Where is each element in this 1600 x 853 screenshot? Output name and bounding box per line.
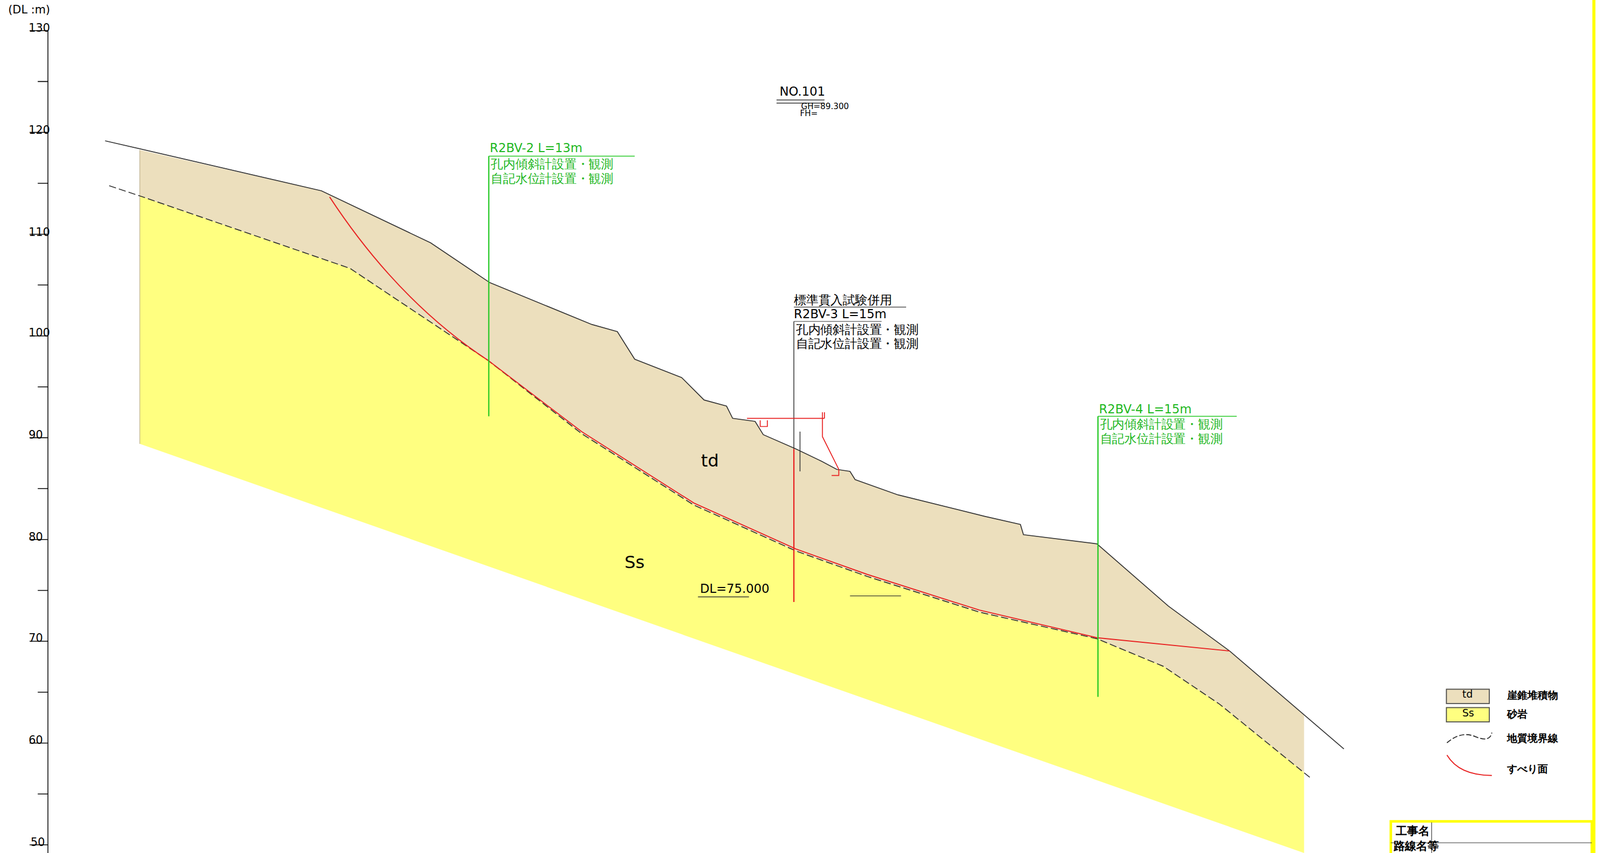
axis	[29, 30, 48, 853]
elevation-label: DL=75.000	[699, 582, 770, 596]
axis-unit: (DL :m)	[8, 4, 50, 17]
axis-value: 110	[28, 226, 50, 239]
title-block	[1390, 821, 1592, 853]
talus-layer	[139, 149, 1304, 773]
borehole-name: R2BV-2 L=13m	[489, 141, 583, 155]
borehole-note: 孔内傾斜計設置・観測	[1100, 418, 1223, 432]
formation-height: FH=	[800, 110, 819, 119]
layer-label: Ss	[624, 554, 645, 573]
borehole-name: R2BV-4 L=15m	[1099, 403, 1192, 416]
axis-value: 120	[28, 124, 50, 137]
legend-text: 砂岩	[1507, 708, 1528, 720]
borehole-note: 自記水位計設置・観測	[490, 172, 614, 186]
axis-value: 60	[28, 734, 43, 747]
sandstone-layer	[139, 195, 1304, 853]
axis-value: 90	[28, 429, 43, 442]
legend-slip-sample	[1446, 755, 1492, 776]
borehole-lines	[488, 155, 1237, 697]
borehole-note: 孔内傾斜計設置・観測	[490, 158, 614, 171]
slip-surface	[329, 196, 1230, 651]
layer-label: td	[700, 451, 719, 471]
ground-surface	[105, 140, 1345, 749]
geologic-boundary	[109, 185, 1312, 779]
swatch-code: Ss	[1462, 707, 1475, 719]
section-number: NO.101	[779, 85, 826, 99]
legend-text: 崖錐堆積物	[1507, 690, 1559, 702]
axis-value: 80	[28, 531, 43, 544]
borehole-name: R2BV-3 L=15m	[793, 307, 887, 321]
swatch-code: td	[1462, 689, 1474, 701]
axis-value: 50	[30, 836, 46, 849]
borehole-note: 孔内傾斜計設置・観測	[795, 323, 919, 337]
legend-text: 地質境界線	[1507, 733, 1559, 745]
road-structure	[747, 412, 839, 476]
axis-value: 100	[28, 327, 50, 340]
title-cell: 路線名等	[1393, 840, 1439, 853]
borehole-note: 自記水位計設置・観測	[1100, 432, 1223, 446]
axis-value: 130	[28, 22, 50, 35]
borehole-note: 標準貫入試験併用	[793, 293, 892, 307]
borehole-note: 自記水位計設置・観測	[795, 337, 919, 351]
title-cell: 工事名	[1395, 825, 1430, 838]
axis-value: 70	[28, 632, 43, 645]
legend-boundary-sample	[1446, 732, 1492, 743]
legend-text: すべり面	[1507, 764, 1548, 776]
